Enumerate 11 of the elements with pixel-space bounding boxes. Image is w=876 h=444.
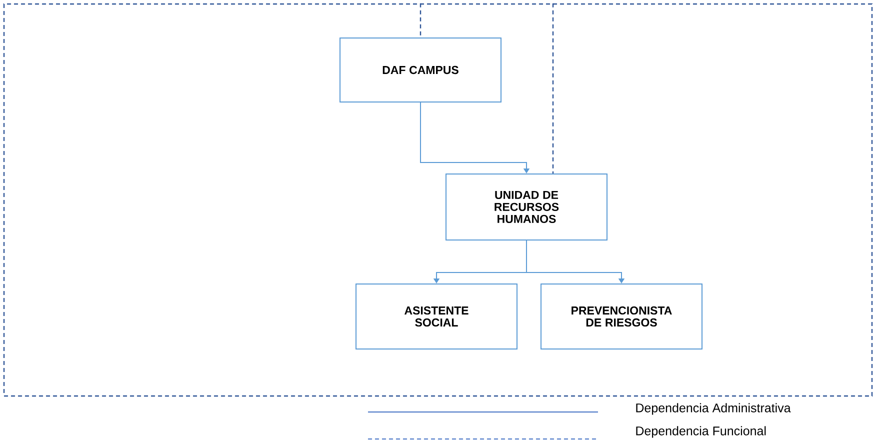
org-box: DAF CAMPUS xyxy=(340,38,502,102)
legend-text: Dependencia Funcional xyxy=(636,426,766,438)
connector xyxy=(420,102,530,174)
connector xyxy=(526,240,625,284)
dashed-frame xyxy=(3,3,873,397)
org-box: UNIDAD DE RECURSOS HUMANOS xyxy=(446,174,608,240)
legend-text: Dependencia Administrativa xyxy=(636,403,791,415)
connector xyxy=(420,3,422,38)
org-box: ASISTENTE SOCIAL xyxy=(356,284,518,350)
connector xyxy=(552,3,554,174)
org-box: PREVENCIONISTA DE RIESGOS xyxy=(540,284,702,350)
